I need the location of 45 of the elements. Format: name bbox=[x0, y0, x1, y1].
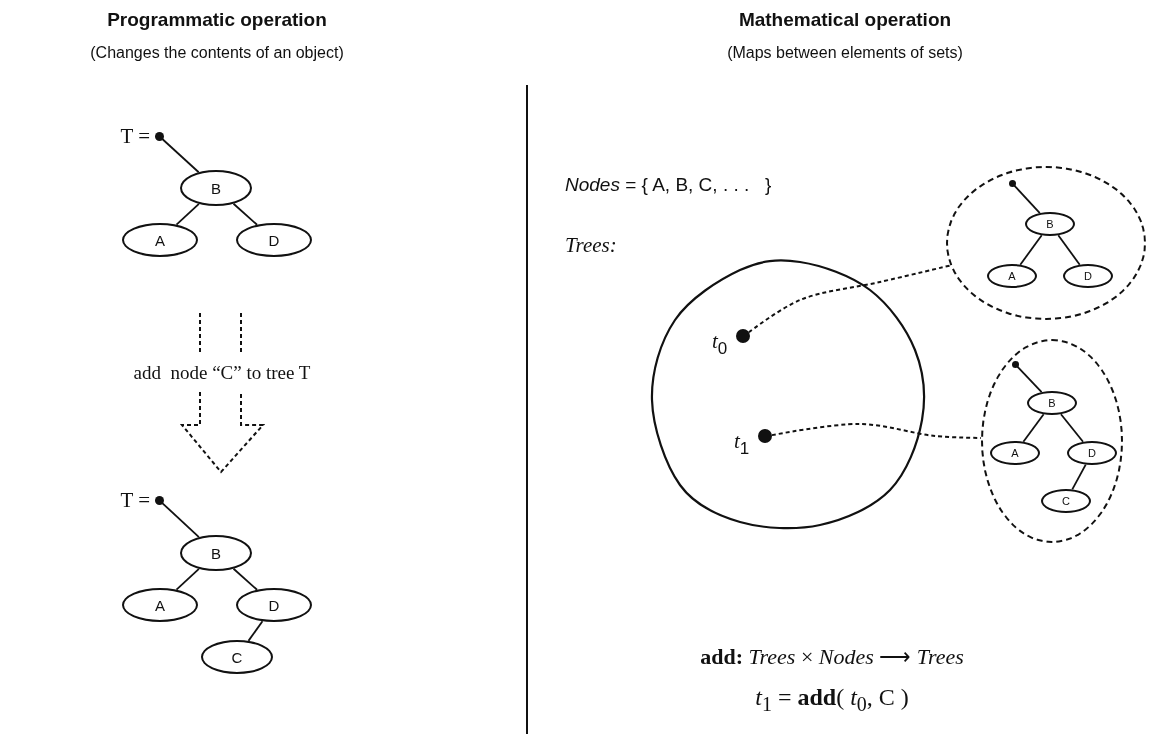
node-ellipse: D bbox=[236, 223, 312, 257]
dashed-ellipse bbox=[981, 339, 1123, 543]
node-ellipse: D bbox=[1067, 441, 1117, 465]
dashed-connector bbox=[747, 264, 952, 334]
node-ellipse: D bbox=[1063, 264, 1113, 288]
point-dot bbox=[1008, 179, 1016, 187]
node-ellipse: B bbox=[1027, 391, 1077, 415]
subheading: (Changes the contents of an object) bbox=[90, 44, 344, 62]
node-caption: T = bbox=[120, 123, 150, 149]
tree-edge bbox=[247, 620, 264, 642]
subheading: (Maps between elements of sets) bbox=[727, 44, 963, 62]
point-dot bbox=[1011, 360, 1019, 368]
node-ellipse: B bbox=[1025, 212, 1075, 236]
point-dot bbox=[758, 429, 772, 443]
tree-edge bbox=[1022, 413, 1045, 443]
node-ellipse: B bbox=[180, 535, 252, 571]
node-ellipse: A bbox=[990, 441, 1040, 465]
node-caption: t$_{0}$ bbox=[712, 329, 728, 359]
node-ellipse: C bbox=[1041, 489, 1091, 513]
dashed-connector bbox=[770, 423, 983, 439]
point-dot bbox=[154, 131, 164, 141]
node-ellipse: D bbox=[236, 588, 312, 622]
set-definition: Nodes = { A, B, C, . . . } bbox=[565, 174, 772, 196]
dashed-ellipse bbox=[946, 166, 1146, 320]
set-label: Trees: bbox=[565, 232, 617, 258]
node-caption: T = bbox=[120, 487, 150, 513]
node-ellipse: A bbox=[122, 223, 198, 257]
tree-edge bbox=[1019, 234, 1043, 266]
node-ellipse: A bbox=[987, 264, 1037, 288]
function-signature: add: Trees × Nodes ⟶ Trees bbox=[700, 644, 964, 670]
formula: t$_{1}$ = add( t$_{0}$, C ) bbox=[755, 684, 909, 716]
node-ellipse: A bbox=[122, 588, 198, 622]
point-dot bbox=[736, 329, 750, 343]
node-ellipse: B bbox=[180, 170, 252, 206]
tree-edge bbox=[1013, 184, 1041, 214]
node-ellipse: C bbox=[201, 640, 273, 674]
tree-edge bbox=[1016, 365, 1043, 393]
point-dot bbox=[154, 495, 164, 505]
heading: Mathematical operation bbox=[738, 9, 952, 31]
heading: Programmatic operation bbox=[107, 9, 327, 31]
tree-edge bbox=[1057, 234, 1081, 266]
tree-edge bbox=[1071, 463, 1087, 491]
node-caption: t$_{1}$ bbox=[734, 429, 750, 459]
tree-edge bbox=[1060, 413, 1084, 443]
operation-label: add node “C” to tree T bbox=[133, 362, 311, 384]
